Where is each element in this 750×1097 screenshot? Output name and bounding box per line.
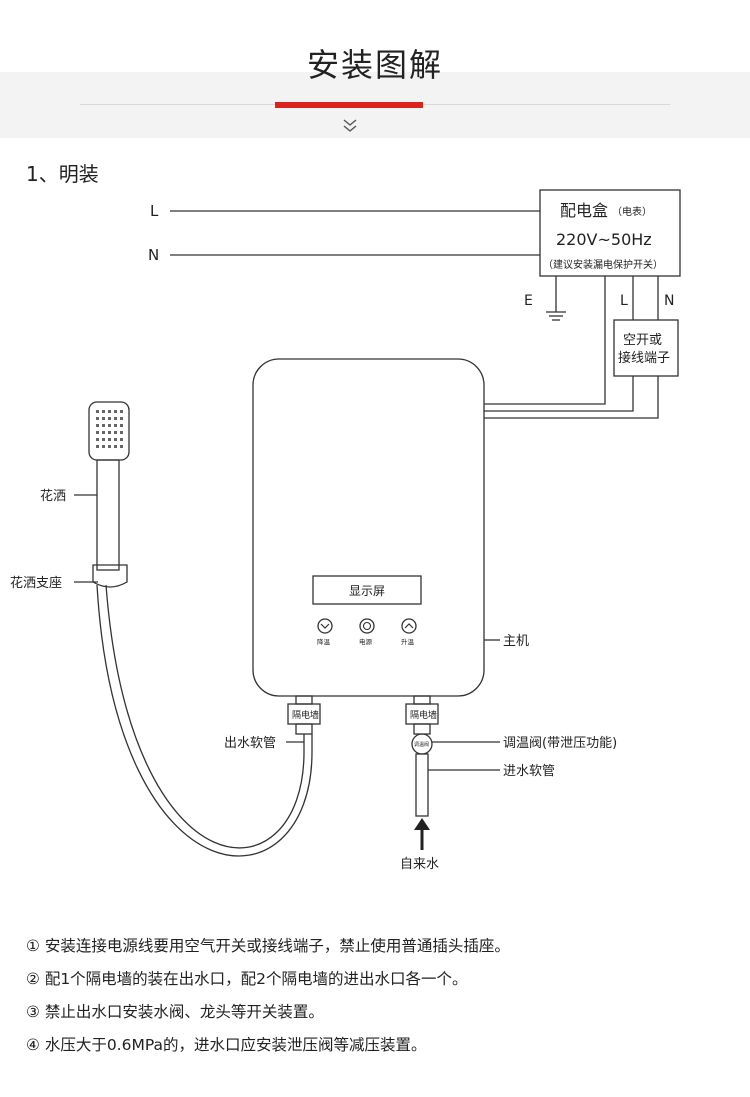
temp-up-label: 升温 <box>401 637 415 646</box>
junction-box-note: （电表） <box>612 205 652 218</box>
breaker-box <box>613 319 679 377</box>
display-screen <box>312 575 422 605</box>
temp-up-button <box>401 618 417 634</box>
power-label: 电源 <box>359 637 373 646</box>
note-item: ② 配1个隔电墙的装在出水口，配2个隔电墙的进出水口各一个。 <box>26 970 468 988</box>
tap-water-label: 自来水 <box>400 857 439 872</box>
header-accent-bar <box>275 102 423 108</box>
live-wire-label: L <box>150 202 159 220</box>
section-title: 1、明装 <box>26 162 99 186</box>
shower-nozzles <box>96 410 123 448</box>
shower-holder <box>92 564 128 588</box>
chevron-down-icon <box>343 119 357 132</box>
breaker-label-2: 接线端子 <box>618 350 670 366</box>
earth-cable <box>484 276 606 405</box>
power-button <box>359 618 375 634</box>
junction-box <box>539 189 681 277</box>
outlet-insulator-label: 隔电墙 <box>292 709 319 721</box>
display-label: 显示屏 <box>349 584 385 598</box>
live-cable <box>484 376 634 412</box>
outlet-hose-label: 出水软管 <box>224 736 276 751</box>
junction-box-title: 配电盒 <box>560 201 608 220</box>
neutral-port-label: N <box>664 293 674 309</box>
temp-down-label: 降温 <box>317 637 331 646</box>
heater-body <box>252 358 485 697</box>
inlet-insulator-label: 隔电墙 <box>410 709 437 721</box>
thermo-valve-label: 调温阀(带泄压功能) <box>503 736 617 751</box>
earth-port-label: E <box>524 293 533 309</box>
note-item: ① 安装连接电源线要用空气开关或接线端子，禁止使用普通插头插座。 <box>26 937 510 955</box>
valve-badge-label: 调温阀 <box>414 741 429 748</box>
ground-icon <box>546 311 566 321</box>
water-inlet-arrow-icon <box>414 818 430 850</box>
inlet-pipe <box>415 753 429 817</box>
installation-notes: ① 安装连接电源线要用空气开关或接线端子，禁止使用普通插头插座。 ② 配1个隔电… <box>26 936 726 1068</box>
junction-box-spec: 220V~50Hz <box>556 230 652 249</box>
shower-holder-label: 花洒支座 <box>10 575 62 591</box>
outlet-hose <box>105 584 305 849</box>
page-title: 安装图解 <box>306 46 443 84</box>
note-item: ③ 禁止出水口安装水阀、龙头等开关装置。 <box>26 1003 324 1021</box>
live-port-label: L <box>620 293 628 309</box>
inlet-fitting <box>413 695 431 705</box>
breaker-label-1: 空开或 <box>623 333 662 348</box>
temp-down-button <box>317 618 333 634</box>
neutral-wire-label: N <box>148 246 159 264</box>
note-item: ④ 水压大于0.6MPa的，进水口应安装泄压阀等减压装置。 <box>26 1036 427 1054</box>
shower-head-label: 花洒 <box>40 488 66 504</box>
shower-hose <box>96 584 313 857</box>
junction-box-advice: （建议安装漏电保护开关） <box>543 258 663 271</box>
main-unit-label: 主机 <box>503 634 529 649</box>
neutral-cable <box>484 376 659 419</box>
inlet-hose-label: 进水软管 <box>503 764 555 779</box>
outlet-fitting <box>295 695 313 705</box>
shower-handle <box>96 459 120 571</box>
